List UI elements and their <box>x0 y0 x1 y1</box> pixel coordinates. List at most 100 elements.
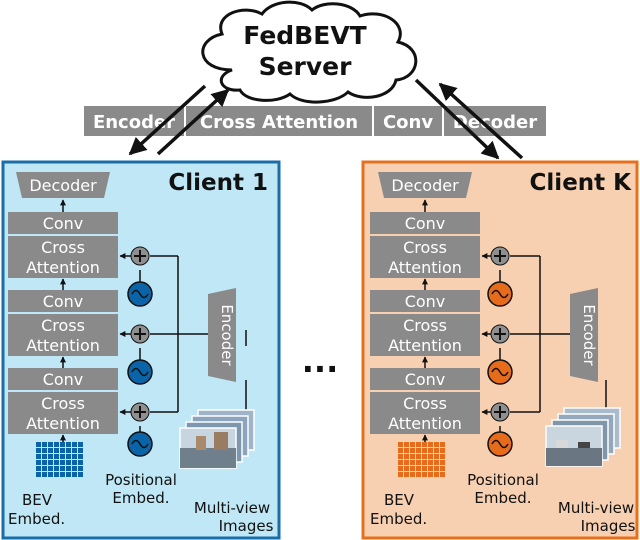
client-k-bev-label-2: Embed. <box>370 510 427 528</box>
bev-grid-cell <box>72 466 77 471</box>
bev-grid-cell <box>416 442 421 447</box>
bev-grid-cell <box>60 460 65 465</box>
bev-grid-cell <box>422 448 427 453</box>
client-1-conv-label-1: Conv <box>43 214 84 233</box>
client-k-positional-links <box>481 253 607 438</box>
client-k-cross-label-2b: Attention <box>388 336 462 355</box>
bev-grid-cell <box>42 460 47 465</box>
bev-grid-cell <box>42 448 47 453</box>
client-k-cross-label-2a: Cross <box>403 316 447 335</box>
client-k-conv-block-3 <box>370 368 480 390</box>
bar-label-decoder: Decoder <box>453 112 537 133</box>
server-cloud: FedBEVT Server <box>201 0 418 104</box>
client-1-conv-label-2: Conv <box>43 292 84 311</box>
bar-label-cross-attention: Cross Attention <box>200 112 358 133</box>
client-k-cross-attention-block-2 <box>370 314 480 356</box>
bev-grid-cell <box>48 460 53 465</box>
bev-grid-cell <box>410 460 415 465</box>
bev-grid-cell <box>66 454 71 459</box>
bev-grid-cell <box>36 460 41 465</box>
bev-grid-cell <box>66 460 71 465</box>
client-1-conv-block-2 <box>8 290 118 312</box>
bev-grid-cell <box>422 460 427 465</box>
client-k-positional-label-2: Embed. <box>474 489 531 507</box>
client-k-conv-label-1: Conv <box>405 214 446 233</box>
bev-grid-cell <box>428 472 433 477</box>
cloud-shape <box>201 0 418 104</box>
bev-grid-cell <box>54 460 59 465</box>
bev-grid-cell <box>434 466 439 471</box>
bev-grid-cell <box>48 454 53 459</box>
bev-grid-cell <box>48 442 53 447</box>
bev-grid-cell <box>416 460 421 465</box>
client-1-conv-label-3: Conv <box>43 370 84 389</box>
client-k-conv-label-2: Conv <box>405 292 446 311</box>
client-1-positional-icons <box>127 281 153 457</box>
bar-segment-cross-attention <box>186 106 372 136</box>
client-1-cross-label-2b: Attention <box>26 336 100 355</box>
client-1-encoder-block <box>208 288 236 382</box>
client-1-multiview-images <box>179 409 255 469</box>
client-k-plus-signs <box>494 250 506 418</box>
bev-grid-cell <box>410 448 415 453</box>
bev-grid-cell <box>410 466 415 471</box>
bev-grid-cell <box>440 448 445 453</box>
bev-grid-cell <box>434 448 439 453</box>
client-1-decoder-label: Decoder <box>29 176 97 195</box>
client-1-encoder-label: Encoder <box>218 304 236 366</box>
bev-grid-cell <box>54 454 59 459</box>
bev-grid-cell <box>410 454 415 459</box>
bev-grid-cell <box>422 454 427 459</box>
bev-grid-cell <box>54 472 59 477</box>
bev-grid-cell <box>416 472 421 477</box>
bev-grid-cell <box>48 466 53 471</box>
bev-grid-cell <box>398 442 403 447</box>
client-1-cross-label-1a: Cross <box>41 238 85 257</box>
bev-grid-cell <box>428 454 433 459</box>
bev-grid-cell <box>78 472 83 477</box>
bev-grid-cell <box>422 472 427 477</box>
client-k-decoder-label: Decoder <box>391 176 459 195</box>
bev-grid-cell <box>440 472 445 477</box>
bev-grid-cell <box>60 472 65 477</box>
bar-label-conv: Conv <box>383 112 433 133</box>
sync-arrows <box>128 78 524 160</box>
bev-grid-cell <box>416 448 421 453</box>
client-1-bev-label-2: Embed. <box>8 510 65 528</box>
bev-grid-cell <box>428 448 433 453</box>
client-1-cross-attention-block-1 <box>8 236 118 278</box>
bev-grid-cell <box>78 466 83 471</box>
bev-grid-cell <box>66 466 71 471</box>
client-1-cross-label-2a: Cross <box>41 316 85 335</box>
client-k-cross-label-1b: Attention <box>388 258 462 277</box>
client-k-multiview-label-1: Multi-view <box>558 499 634 517</box>
bev-grid-cell <box>398 460 403 465</box>
client-k-conv-block-2 <box>370 290 480 312</box>
bev-grid-cell <box>404 454 409 459</box>
bar-segment-conv <box>374 106 442 136</box>
bev-grid-cell <box>78 454 83 459</box>
client-1-multiview-label-2: Images <box>219 517 274 535</box>
bev-grid-cell <box>36 448 41 453</box>
client-k-title: Client K <box>530 170 633 196</box>
client-1-conv-block-3 <box>8 368 118 390</box>
bev-grid-cell <box>404 472 409 477</box>
bev-grid-cell <box>48 472 53 477</box>
bev-grid-cell <box>60 448 65 453</box>
client-k-cross-attention-block-3 <box>370 392 480 434</box>
client-k-multiview-images <box>545 407 621 467</box>
bev-grid-cell <box>54 466 59 471</box>
bev-grid-cell <box>36 454 41 459</box>
bev-grid-cell <box>42 472 47 477</box>
bev-grid-cell <box>72 472 77 477</box>
client-k-multiview-label-2: Images <box>581 517 636 535</box>
client-k-cross-label-3a: Cross <box>403 394 447 413</box>
bev-grid-cell <box>78 448 83 453</box>
bev-grid-cell <box>60 442 65 447</box>
bev-grid-cell <box>54 442 59 447</box>
bev-grid-cell <box>404 466 409 471</box>
arrow-client1-to-server <box>156 88 230 156</box>
bev-grid-cell <box>434 460 439 465</box>
bev-grid-cell <box>36 472 41 477</box>
